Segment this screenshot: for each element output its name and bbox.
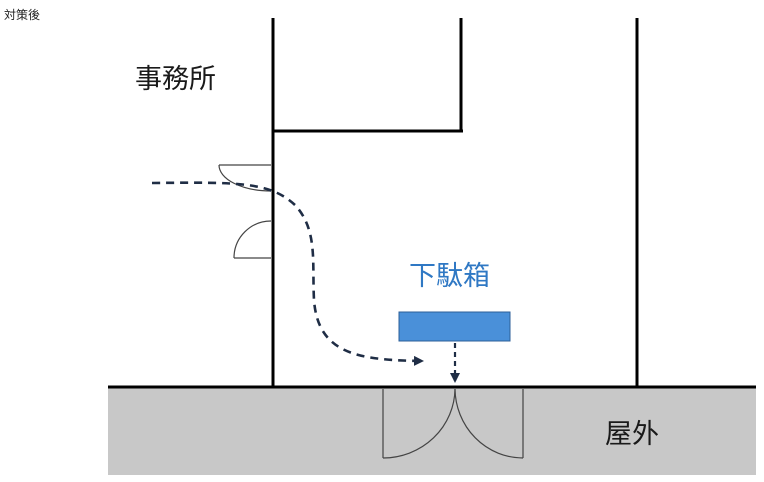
outside-label: 屋外 <box>605 419 659 450</box>
shoe-box-label: 下駄箱 <box>409 261 490 292</box>
outside-floor-area <box>108 387 756 475</box>
diagram-caption: 対策後 <box>4 8 41 22</box>
entrance-double-door <box>382 388 524 459</box>
shoe-box <box>398 311 511 342</box>
office-label: 事務所 <box>135 64 216 95</box>
walking-path-arrow <box>151 181 424 366</box>
office-double-door <box>218 164 272 259</box>
walls <box>108 18 756 389</box>
